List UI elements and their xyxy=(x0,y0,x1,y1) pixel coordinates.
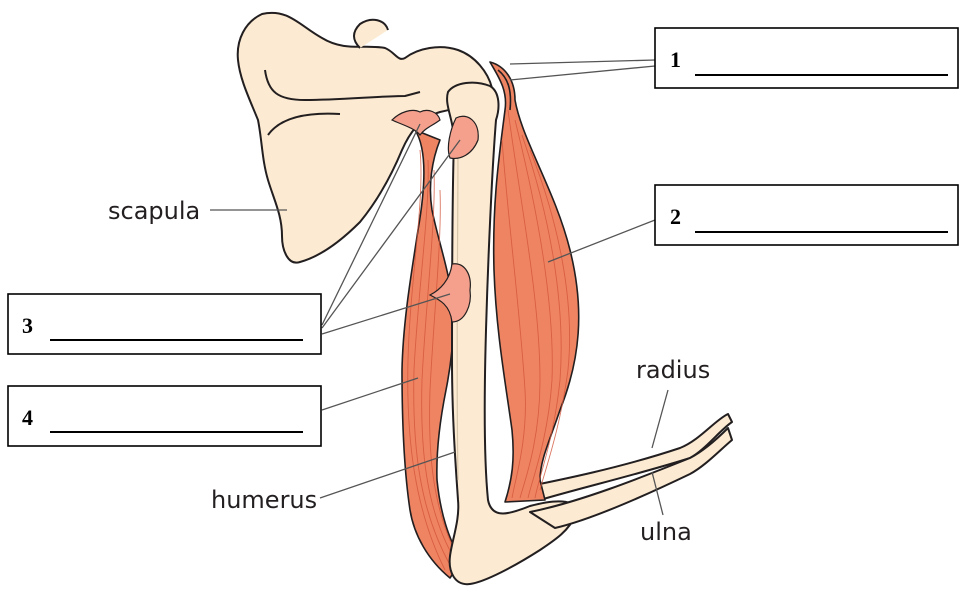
leader-radius xyxy=(652,390,668,448)
answer-box-2: 2 xyxy=(655,185,958,245)
leader-1b xyxy=(510,66,655,80)
answer-box-3: 3 xyxy=(8,294,321,354)
answer-box-1: 1 xyxy=(655,28,958,88)
leader-1a xyxy=(510,60,655,64)
answer-number-3: 3 xyxy=(22,313,33,338)
label-humerus: humerus xyxy=(211,486,317,514)
biceps-muscle xyxy=(490,62,579,502)
label-ulna: ulna xyxy=(640,518,692,546)
label-scapula: scapula xyxy=(108,197,200,225)
answer-number-2: 2 xyxy=(670,204,681,229)
answer-number-1: 1 xyxy=(670,47,681,72)
answer-box-4: 4 xyxy=(8,386,321,446)
answer-number-4: 4 xyxy=(22,405,33,430)
label-radius: radius xyxy=(636,356,710,384)
